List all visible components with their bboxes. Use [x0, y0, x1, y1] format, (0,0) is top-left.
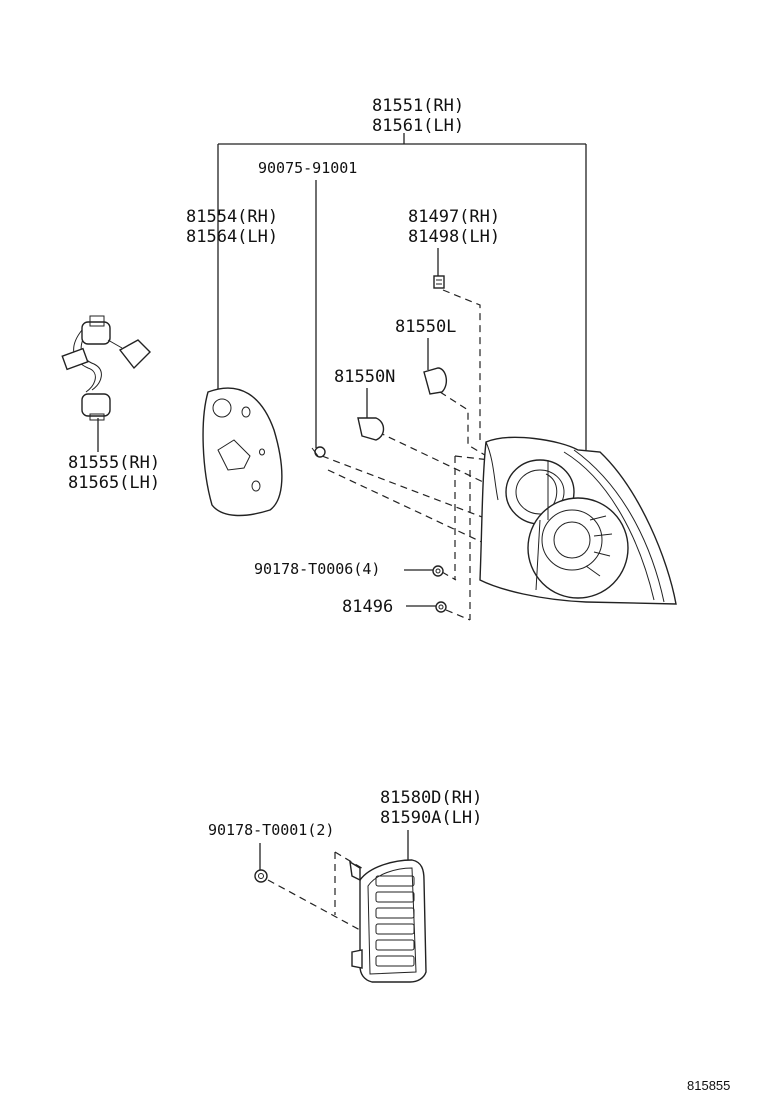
- label-gasket-rh: 81554(RH): [186, 207, 278, 227]
- label-nut-single: 81496: [342, 597, 393, 617]
- gasket: [202, 387, 283, 517]
- label-socket-rh: 81497(RH): [408, 207, 500, 227]
- label-socket-lh: 81498(LH): [408, 227, 500, 247]
- label-gasket-lh: 81564(LH): [186, 227, 278, 247]
- nut-single: [435, 601, 447, 613]
- label-assembly-lh: 81561(LH): [372, 116, 464, 136]
- label-reflector-rh: 81580D(RH): [380, 788, 482, 808]
- wire-harness: [61, 315, 151, 421]
- socket: [433, 275, 445, 289]
- bulb-l: [423, 367, 448, 395]
- screw-top: [311, 446, 326, 458]
- label-bulb-n: 81550N: [334, 367, 395, 387]
- label-nut-qty4: 90178-T0006(4): [254, 560, 380, 578]
- leader-lines: [97, 133, 587, 870]
- bulb-n: [357, 417, 385, 441]
- label-wire-rh: 81555(RH): [68, 453, 160, 473]
- rear-lamp-assembly: [479, 436, 677, 605]
- diagram-ref-number: 815855: [687, 1078, 730, 1093]
- nut-qty4: [432, 565, 444, 577]
- rear-reflector: [349, 859, 427, 983]
- label-bulb-l: 81550L: [395, 317, 456, 337]
- label-assembly-rh: 81551(RH): [372, 96, 464, 116]
- label-screw-top: 90075-91001: [258, 159, 357, 177]
- dashed-assembly-lines: [267, 289, 511, 931]
- label-wire-lh: 81565(LH): [68, 473, 160, 493]
- nut-qty2: [254, 869, 268, 883]
- label-reflector-lh: 81590A(LH): [380, 808, 482, 828]
- label-nut-qty2: 90178-T0001(2): [208, 821, 334, 839]
